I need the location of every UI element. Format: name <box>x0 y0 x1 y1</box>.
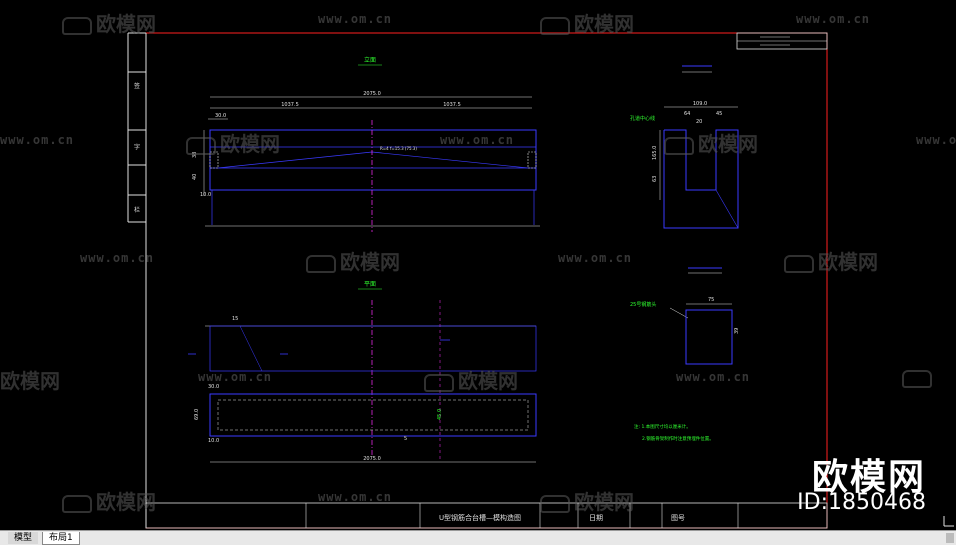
watermark-url: www.om.cn <box>318 12 393 26</box>
watermark-brand: 欧模网 <box>0 369 60 393</box>
dim-64: 64 <box>684 111 690 117</box>
dim-half-right: 1037.5 <box>443 102 461 108</box>
watermark-brand: 欧模网 <box>186 128 280 157</box>
title-block <box>145 502 828 529</box>
detail2-box <box>685 309 733 365</box>
watermark-brand: 欧模网 <box>62 486 156 515</box>
watermark-brand: 欧模网 <box>62 8 156 37</box>
watermark-url: www.om.cn <box>198 370 273 384</box>
date-label: 日期 <box>589 514 603 522</box>
sofa-logo-icon <box>902 369 932 388</box>
plan-title: 平面 <box>364 281 376 288</box>
plan-beam-inner <box>217 399 529 431</box>
plan-beam <box>209 393 537 437</box>
watermark-url: www.om.cn <box>796 12 871 26</box>
watermark-url: www.om.cn <box>318 490 393 504</box>
dim-69: 69.0 <box>194 409 200 420</box>
dim-plan-overall: 2075.0 <box>363 456 381 462</box>
watermark-url: www.om.cn <box>916 133 956 147</box>
watermark-brand: 欧模网 <box>664 128 758 157</box>
note-2: 2.钢筋骨架制作时注意预埋件位置。 <box>642 435 714 442</box>
watermark-brand: 欧模网 <box>784 246 878 275</box>
plan-upper-box <box>209 325 537 372</box>
detail2-leader <box>669 307 689 319</box>
detail-diag <box>715 189 739 229</box>
sofa-logo-icon <box>62 494 92 513</box>
watermark-url: www.om.cn <box>676 370 751 384</box>
sofa-logo-icon <box>540 16 570 35</box>
dim-h-38: 38 <box>192 152 198 158</box>
watermark-url: www.om.cn <box>0 133 75 147</box>
sofa-logo-icon <box>784 254 814 273</box>
layout-tab-bar: 模型 布局1 <box>0 530 956 545</box>
watermark-url: www.om.cn <box>440 133 515 147</box>
brand-logo-text: 欧模网 <box>811 457 926 498</box>
number-label: 图号 <box>671 514 685 522</box>
sofa-logo-icon <box>664 136 694 155</box>
dim-plan-30: 30.0 <box>208 384 219 390</box>
detail-label2: 25号钢筋头 <box>630 301 656 308</box>
dim-45-0: 45.0 <box>437 409 443 420</box>
brand-id: ID:1850468 <box>797 490 926 515</box>
sofa-logo-icon <box>540 494 570 513</box>
sofa-logo-icon <box>62 16 92 35</box>
dim-half-left: 1037.5 <box>281 102 299 108</box>
dim-63: 63 <box>652 176 658 182</box>
watermark-url: www.om.cn <box>558 251 633 265</box>
dim-109: 109.0 <box>693 101 707 107</box>
dim-20: 20 <box>696 119 702 125</box>
horizontal-scrollbar[interactable] <box>946 533 954 543</box>
detail-label: 孔道中心线 <box>630 115 655 122</box>
dim-overall: 2075.0 <box>363 91 381 97</box>
watermark-brand: 欧模网 <box>540 486 634 515</box>
sofa-logo-icon <box>306 254 336 273</box>
elevation-title: 立面 <box>364 56 376 64</box>
watermark-brand <box>902 365 936 389</box>
dim-39: 39 <box>734 328 740 334</box>
dim-165: 165.0 <box>652 146 658 160</box>
watermark-brand: 欧模网 <box>424 365 518 394</box>
dim-seg-15: 15 <box>232 316 238 322</box>
tab-model[interactable]: 模型 <box>8 532 39 544</box>
side-label-3: 栏 <box>134 206 140 214</box>
tab-layout1[interactable]: 布局1 <box>42 532 80 545</box>
detail-section-shape <box>663 129 739 229</box>
watermark-brand: 欧模网 <box>540 8 634 37</box>
dim-h-40: 40 <box>192 174 198 180</box>
elevation-end-right <box>527 151 537 169</box>
sofa-logo-icon <box>424 373 454 392</box>
sofa-logo-icon <box>186 136 216 155</box>
dim-75: 75 <box>708 297 714 303</box>
dim-s-mark: 5 <box>404 436 407 442</box>
side-label-1: 签 <box>134 82 140 90</box>
dim-45: 45 <box>716 111 722 117</box>
watermark-brand: 欧模网 <box>306 246 400 275</box>
dim-small-10: 10.0 <box>200 192 211 198</box>
watermark-url: www.om.cn <box>80 251 155 265</box>
side-label-2: 字 <box>134 143 140 151</box>
note-1: 注: 1.本图尺寸均以厘米计。 <box>634 423 691 430</box>
dim-plan-10: 10.0 <box>208 438 219 444</box>
center-mark: R=4 f=15.3 (75.3) <box>380 146 417 151</box>
plan-v-left <box>239 325 263 372</box>
drawing-name: U型钢筋合台槽—模构造图 <box>439 513 521 522</box>
dim-small-30: 30.0 <box>215 113 226 119</box>
cad-drawing-canvas[interactable]: 签 字 栏 U型钢筋合台槽—模构造图 日期 图号 立面 2075.0 1037.… <box>0 0 956 530</box>
